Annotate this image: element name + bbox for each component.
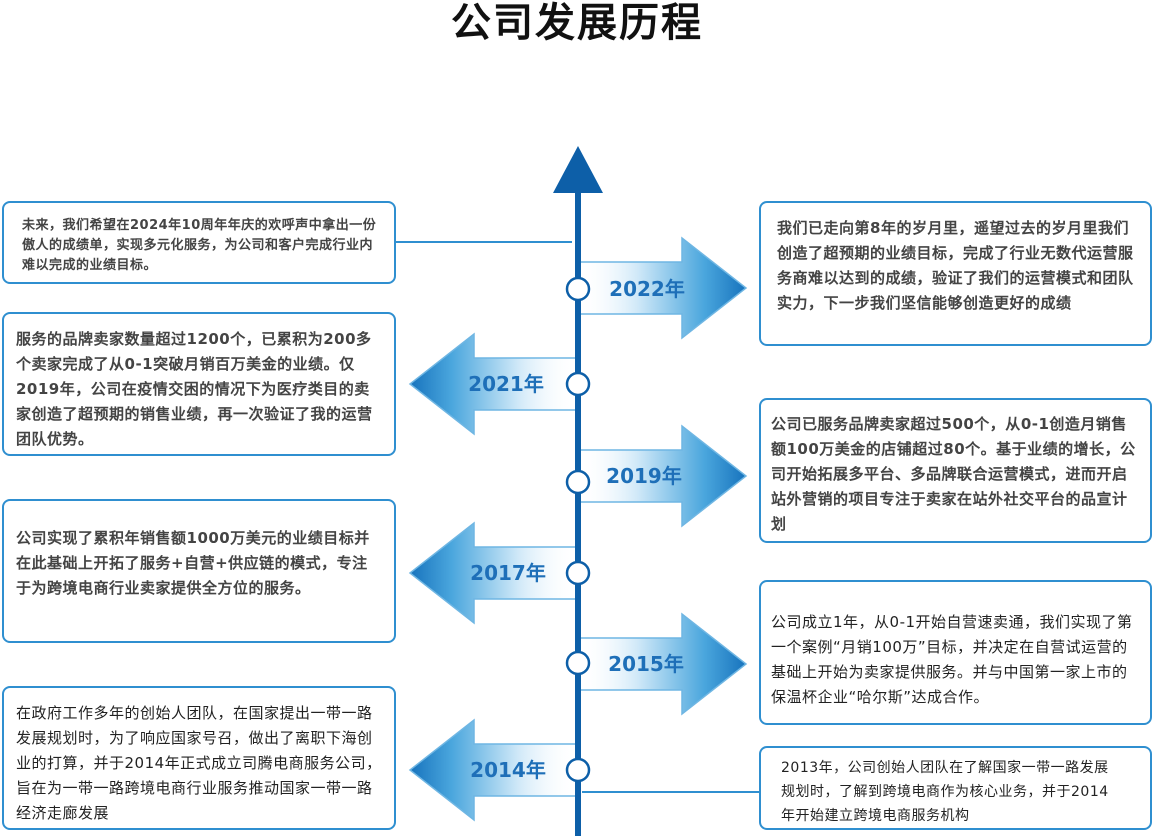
year-label-2017: 2017年	[470, 561, 546, 585]
milestone-box-2019: 公司已服务品牌卖家超过500个，从0-1创造月销售额100万美金的店铺超过80个…	[759, 398, 1152, 543]
year-label-2022: 2022年	[609, 277, 685, 301]
origin-box: 2013年，公司创始人团队在了解国家一带一路发展规划时，了解到跨境电商作为核心业…	[759, 746, 1152, 830]
future-box: 未来，我们希望在2024年10周年年庆的欢呼声中拿出一份傲人的成绩单，实现多元化…	[2, 201, 396, 284]
arrow-left-2017	[408, 521, 577, 625]
milestone-box-2022: 我们已走向第8年的岁月里，遥望过去的岁月里我们创造了超预期的业绩目标，完成了行业…	[759, 201, 1152, 346]
milestone-box-2015: 公司成立1年，从0-1开始自营速卖通，我们实现了第一个案例“月销100万”目标，…	[759, 580, 1152, 725]
year-label-2019: 2019年	[606, 464, 682, 488]
node-2022	[565, 276, 591, 302]
timeline-arrowhead	[553, 146, 603, 193]
node-2019	[565, 469, 591, 495]
arrow-right-2019	[579, 424, 748, 528]
year-label-2014: 2014年	[470, 758, 546, 782]
arrow-left-2021	[408, 332, 577, 436]
node-2014	[565, 757, 591, 783]
arrow-left-2014	[408, 718, 577, 822]
milestone-box-2014: 在政府工作多年的创始人团队，在国家提出一带一路发展规划时，为了响应国家号召，做出…	[2, 686, 396, 830]
arrow-right-2022	[579, 236, 748, 340]
node-2015	[565, 650, 591, 676]
node-2017	[565, 560, 591, 586]
arrow-right-2015	[579, 612, 748, 716]
node-2021	[565, 371, 591, 397]
milestone-box-2017: 公司实现了累积年销售额1000万美元的业绩目标并在此基础上开拓了服务+自营+供应…	[2, 499, 396, 643]
year-label-2015: 2015年	[608, 652, 684, 676]
year-label-2021: 2021年	[468, 372, 544, 396]
page-title: 公司发展历程	[451, 0, 703, 46]
milestone-box-2021: 服务的品牌卖家数量超过1200个，已累积为200多个卖家完成了从0-1突破月销百…	[2, 312, 396, 456]
